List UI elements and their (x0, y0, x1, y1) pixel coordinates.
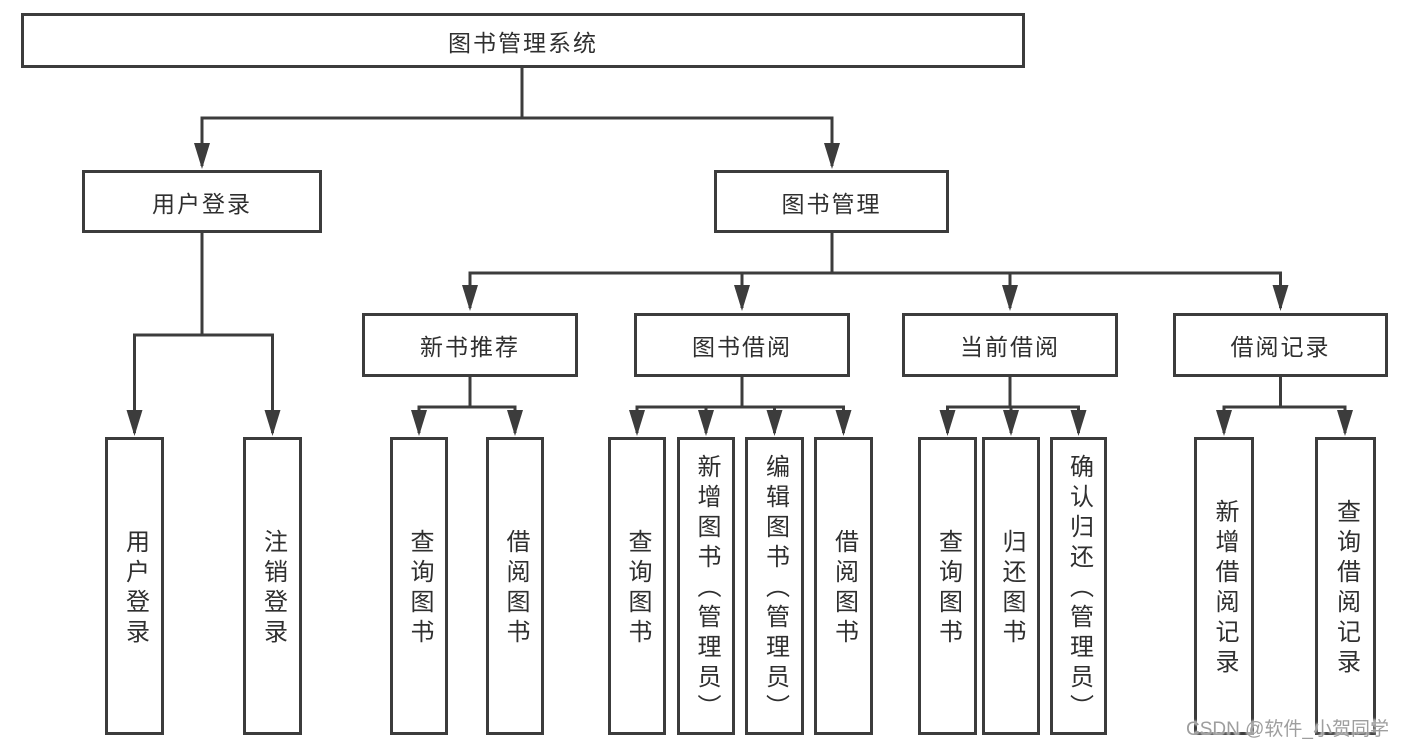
leaf-add-borrow-record: 新增借阅记录 (1194, 437, 1254, 735)
leaf-query-books-1-label: 查询图书 (406, 529, 433, 649)
leaf-logout-label: 注销登录 (259, 529, 287, 649)
node-new-book-recommend: 新书推荐 (362, 313, 578, 377)
connector-book-borrow-to-leaves (635, 377, 845, 433)
leaf-confirm-return-admin: 确认归还（管理员） (1050, 437, 1107, 735)
connector-book-mgmt-to-level2 (468, 233, 1282, 308)
csdn-watermark: CSDN @软件_小贺同学 (1186, 719, 1389, 740)
node-borrow-records: 借阅记录 (1173, 313, 1388, 377)
leaf-edit-book-admin-label: 编辑图书（管理员） (761, 454, 789, 724)
leaf-query-books-3-label: 查询图书 (934, 529, 962, 649)
leaf-return-books: 归还图书 (982, 437, 1040, 735)
node-book-management: 图书管理 (714, 170, 949, 233)
leaf-add-borrow-record-label: 新增借阅记录 (1211, 499, 1238, 679)
leaf-borrow-books-2-label: 借阅图书 (830, 529, 858, 649)
leaf-borrow-books-2: 借阅图书 (814, 437, 873, 735)
arrowheads (126, 143, 1353, 436)
leaf-query-books-1: 查询图书 (390, 437, 448, 735)
leaf-query-books-2: 查询图书 (608, 437, 666, 735)
leaf-borrow-books-1: 借阅图书 (486, 437, 544, 735)
leaf-query-books-2-label: 查询图书 (624, 529, 651, 649)
leaf-query-borrow-record: 查询借阅记录 (1315, 437, 1376, 735)
leaf-confirm-return-admin-label: 确认归还（管理员） (1065, 454, 1093, 724)
leaf-return-books-label: 归还图书 (998, 529, 1025, 649)
leaf-query-borrow-record-label: 查询借阅记录 (1332, 499, 1360, 679)
leaf-query-books-3: 查询图书 (918, 437, 977, 735)
connector-new-book-to-leaves (417, 377, 517, 433)
leaf-user-login-label: 用户登录 (121, 529, 149, 649)
node-user-login: 用户登录 (82, 170, 322, 233)
leaf-logout: 注销登录 (243, 437, 302, 735)
leaf-edit-book-admin: 编辑图书（管理员） (745, 437, 804, 735)
leaf-add-book-admin: 新增图书（管理员） (677, 437, 735, 735)
leaf-add-book-admin-label: 新增图书（管理员） (693, 454, 720, 724)
connector-root-to-level1 (200, 68, 834, 166)
leaf-user-login: 用户登录 (105, 437, 164, 735)
node-book-borrowing: 图书借阅 (634, 313, 850, 377)
node-current-borrowing: 当前借阅 (902, 313, 1118, 377)
connector-user-login-to-leaves (133, 233, 274, 433)
leaf-borrow-books-1-label: 借阅图书 (502, 529, 529, 649)
node-library-system: 图书管理系统 (21, 13, 1025, 68)
connector-borrow-records-to-leaves (1222, 377, 1347, 433)
